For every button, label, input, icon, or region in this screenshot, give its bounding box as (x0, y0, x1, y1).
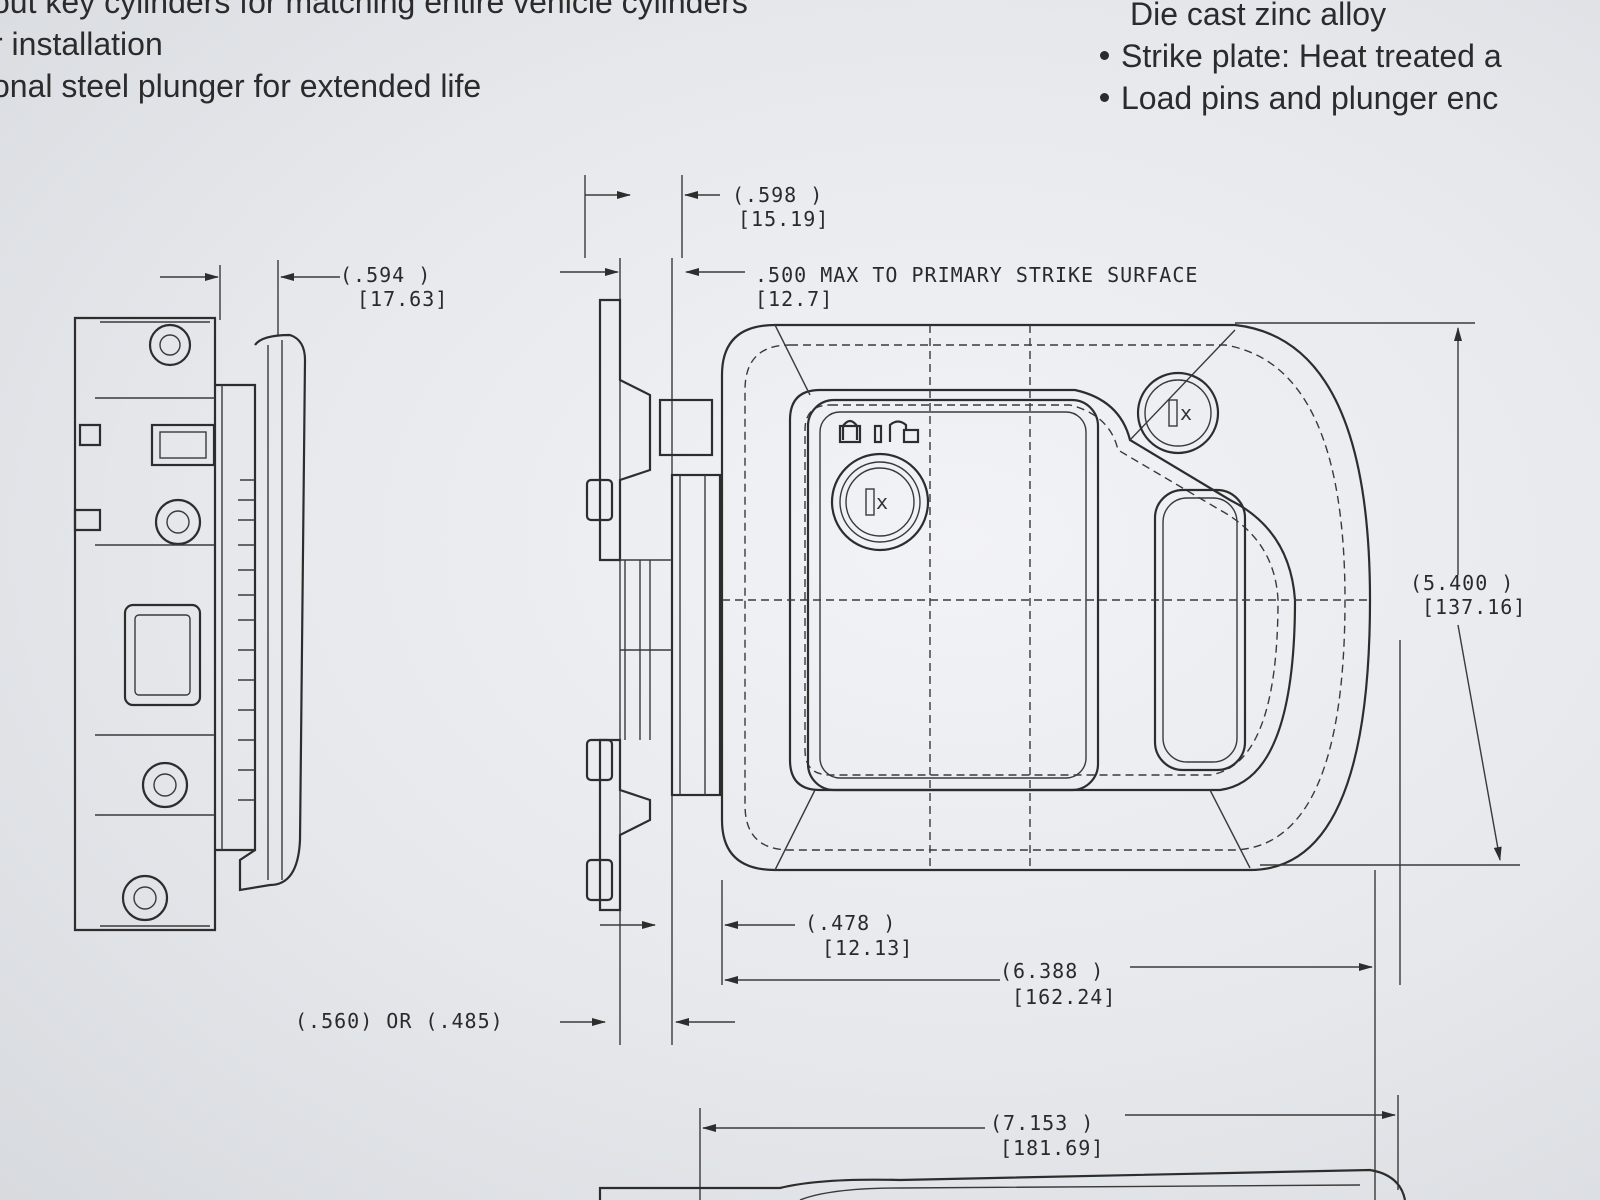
material-text-1: Die cast zinc alloy (1130, 0, 1387, 32)
material-text-2: Strike plate: Heat treated a (1121, 38, 1502, 74)
feature-line-3: onal steel plunger for extended life (0, 68, 482, 104)
svg-text:x: x (876, 490, 888, 514)
dim-594-inch: (.594 ) (340, 263, 431, 287)
unlock-icon (873, 420, 920, 444)
dim-6388-inch: (6.388 ) (1000, 959, 1104, 983)
dim-500-note: .500 MAX TO PRIMARY STRIKE SURFACE (755, 263, 1198, 287)
screw-hole-2 (154, 498, 202, 546)
lock-icon (838, 419, 862, 444)
screw-hole-3 (141, 761, 189, 809)
handle-outer-outline (720, 323, 1372, 872)
latch-window-lower (123, 603, 202, 707)
screw-hole-4 (121, 874, 169, 922)
dim-5400-inch: (5.400 ) (1410, 571, 1514, 595)
dim-6388-mm: [162.24] (1012, 985, 1116, 1009)
feature-line-1: out key cylinders for matching entire ve… (0, 0, 748, 20)
dim-7153-inch: (7.153 ) (990, 1111, 1094, 1135)
mounting-plate-outline (73, 316, 217, 932)
bracket-lower (598, 738, 652, 912)
dim-598-mm: [15.19] (738, 207, 829, 231)
features-left-column: out key cylinders for matching entire ve… (0, 0, 748, 112)
bracket-upper (598, 298, 652, 562)
bullet-dot (1100, 93, 1109, 103)
feature-line-2: r installation (0, 26, 163, 62)
handle-paddle-side (238, 333, 307, 892)
material-line-3: Load pins and plunger enc (1100, 82, 1502, 114)
bullet-dot (1100, 51, 1109, 61)
svg-text:x: x (1180, 401, 1192, 425)
material-line-2: Strike plate: Heat treated a (1100, 40, 1502, 72)
dim-598-inch: (.598 ) (732, 183, 823, 207)
material-text-3: Load pins and plunger enc (1121, 80, 1499, 116)
dim-7153-mm: [181.69] (1000, 1136, 1104, 1160)
key-cylinder-icon: x (1136, 371, 1220, 455)
material-line-1: Die cast zinc alloy (1100, 0, 1502, 30)
paddle-face (806, 398, 1100, 792)
dim-478-inch: (.478 ) (805, 911, 896, 935)
dim-594-mm: [17.63] (357, 287, 448, 311)
front-view: x x (720, 322, 1520, 1200)
side-view-center (560, 175, 745, 1045)
screw-hole-1 (148, 323, 192, 367)
dim-5400-mm: [137.16] (1422, 595, 1526, 619)
key-cylinder-icon: x (830, 452, 930, 552)
side-view-left (73, 260, 340, 932)
handle-recess (788, 388, 1297, 792)
latch-window-upper (150, 423, 216, 467)
plunger-housing (658, 398, 714, 457)
grip-slot (1153, 488, 1247, 772)
features-right-column: Die cast zinc alloy Strike plate: Heat t… (1100, 0, 1502, 124)
dim-478-mm: [12.13] (822, 936, 913, 960)
bottom-view (598, 1095, 1407, 1200)
dim-560-or-485: (.560) OR (.485) (295, 1009, 504, 1033)
dim-500-mm: [12.7] (755, 287, 833, 311)
handle-body-profile (670, 473, 722, 797)
